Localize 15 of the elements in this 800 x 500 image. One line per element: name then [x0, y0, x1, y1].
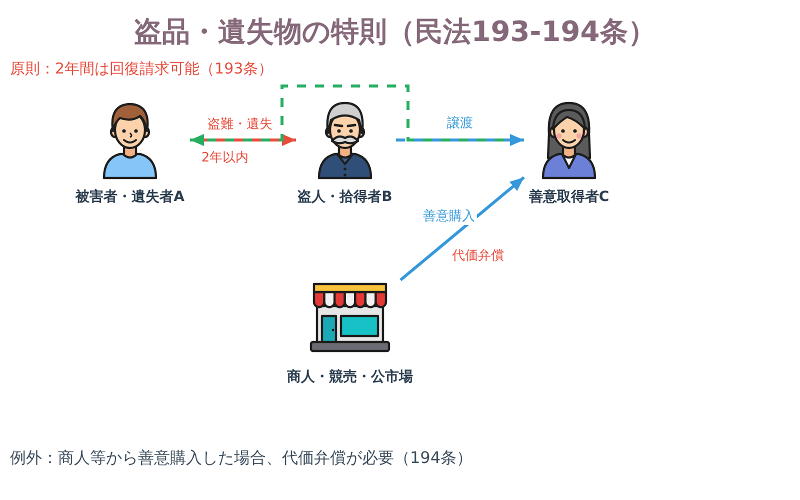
dashed-arrow — [190, 84, 524, 146]
dashed-arrow — [394, 134, 524, 146]
note-text: 原則：2年間は回復請求可能（193条） — [10, 60, 274, 78]
node-label: 盗人・拾得者B — [298, 188, 392, 206]
edge-label: 善意購入 — [421, 209, 477, 225]
note-text: 例外：商人等から善意購入した場合、代価弁償が必要（194条） — [10, 448, 473, 468]
node-label: 善意取得者C — [528, 188, 610, 206]
node-label: 被害者・遺失者A — [76, 188, 184, 206]
node-label: 商人・競売・公市場 — [287, 368, 413, 386]
edge-label: 譲渡 — [445, 116, 475, 132]
title: 盗品・遺失物の特則（民法193-194条） — [134, 14, 656, 50]
edge-label: 盗難・遺失 — [206, 117, 274, 133]
annotation-text: 2年以内 — [201, 150, 249, 166]
arrow — [400, 176, 525, 282]
annotation-text: 代価弁償 — [452, 248, 504, 264]
